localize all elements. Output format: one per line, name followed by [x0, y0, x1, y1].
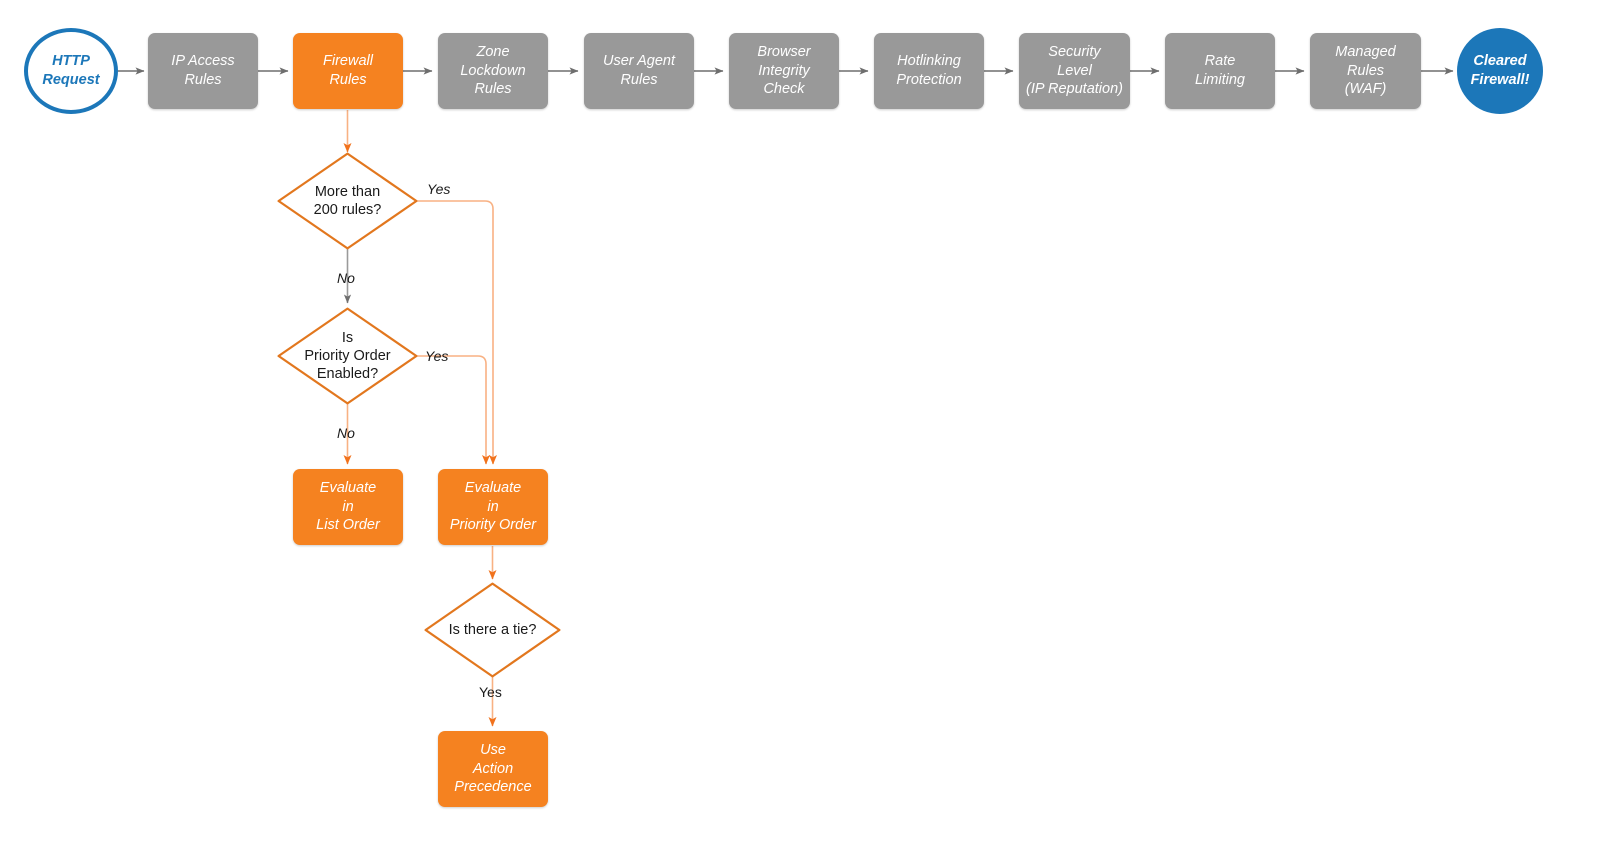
node-cleared-firewall[interactable]: Cleared Firewall! — [1457, 28, 1543, 114]
node-evaluate-in-priority-order-label: Evaluate in Priority Order — [449, 480, 537, 534]
node-managed-rules-waf-label: Managed Rules (WAF) — [1335, 44, 1396, 98]
node-firewall-rules-label: Firewall Rules — [323, 53, 373, 88]
decision-is-priority-order-enabled-label: Is Priority Order Enabled? — [304, 329, 391, 383]
node-hotlinking-protection[interactable]: Hotlinking Protection — [874, 33, 984, 109]
decision-more-than-200-rules-label: More than 200 rules? — [313, 183, 382, 218]
node-zone-lockdown-rules[interactable]: Zone Lockdown Rules — [438, 33, 548, 109]
node-security-level[interactable]: Security Level (IP Reputation) — [1019, 33, 1130, 109]
edge-label-priority-order-yes: Yes — [425, 348, 449, 364]
edge-label-more-than-200-no: No — [337, 270, 355, 286]
node-browser-integrity-check-label: Browser Integrity Check — [757, 44, 811, 98]
node-user-agent-rules-label: User Agent Rules — [603, 53, 675, 88]
edge-label-tie-yes: Yes — [479, 684, 502, 700]
node-firewall-rules[interactable]: Firewall Rules — [293, 33, 403, 109]
node-cleared-firewall-label: Cleared Firewall! — [1470, 53, 1530, 88]
node-http-request[interactable]: HTTP Request — [24, 28, 118, 114]
diamond-shape — [277, 152, 418, 250]
node-evaluate-in-priority-order[interactable]: Evaluate in Priority Order — [438, 469, 548, 545]
node-ip-access-rules[interactable]: IP Access Rules — [148, 33, 258, 109]
edge-label-more-than-200-yes: Yes — [427, 181, 451, 197]
node-user-agent-rules[interactable]: User Agent Rules — [584, 33, 694, 109]
edge-decision2-yes — [417, 355, 491, 465]
diamond-shape — [424, 582, 561, 678]
node-evaluate-in-list-order[interactable]: Evaluate in List Order — [293, 469, 403, 545]
node-managed-rules-waf[interactable]: Managed Rules (WAF) — [1310, 33, 1421, 109]
node-security-level-label: Security Level (IP Reputation) — [1026, 44, 1123, 98]
decision-is-priority-order-enabled[interactable]: Is Priority Order Enabled? — [277, 307, 418, 405]
node-rate-limiting-label: Rate Limiting — [1195, 53, 1245, 88]
node-ip-access-rules-label: IP Access Rules — [171, 53, 235, 88]
node-use-action-precedence[interactable]: Use Action Precedence — [438, 731, 548, 807]
decision-is-there-a-tie[interactable]: Is there a tie? — [424, 582, 561, 678]
node-browser-integrity-check[interactable]: Browser Integrity Check — [729, 33, 839, 109]
decision-more-than-200-rules[interactable]: More than 200 rules? — [277, 152, 418, 250]
node-rate-limiting[interactable]: Rate Limiting — [1165, 33, 1275, 109]
node-http-request-label: HTTP Request — [42, 53, 100, 88]
edge-decision1-yes — [417, 200, 498, 465]
node-use-action-precedence-label: Use Action Precedence — [454, 742, 532, 796]
diamond-shape — [277, 307, 418, 405]
node-evaluate-in-list-order-label: Evaluate in List Order — [316, 480, 380, 534]
node-hotlinking-protection-label: Hotlinking Protection — [896, 53, 962, 88]
edge-label-priority-order-no: No — [337, 425, 355, 441]
node-zone-lockdown-rules-label: Zone Lockdown Rules — [460, 44, 526, 98]
decision-is-there-a-tie-label: Is there a tie? — [448, 621, 537, 638]
